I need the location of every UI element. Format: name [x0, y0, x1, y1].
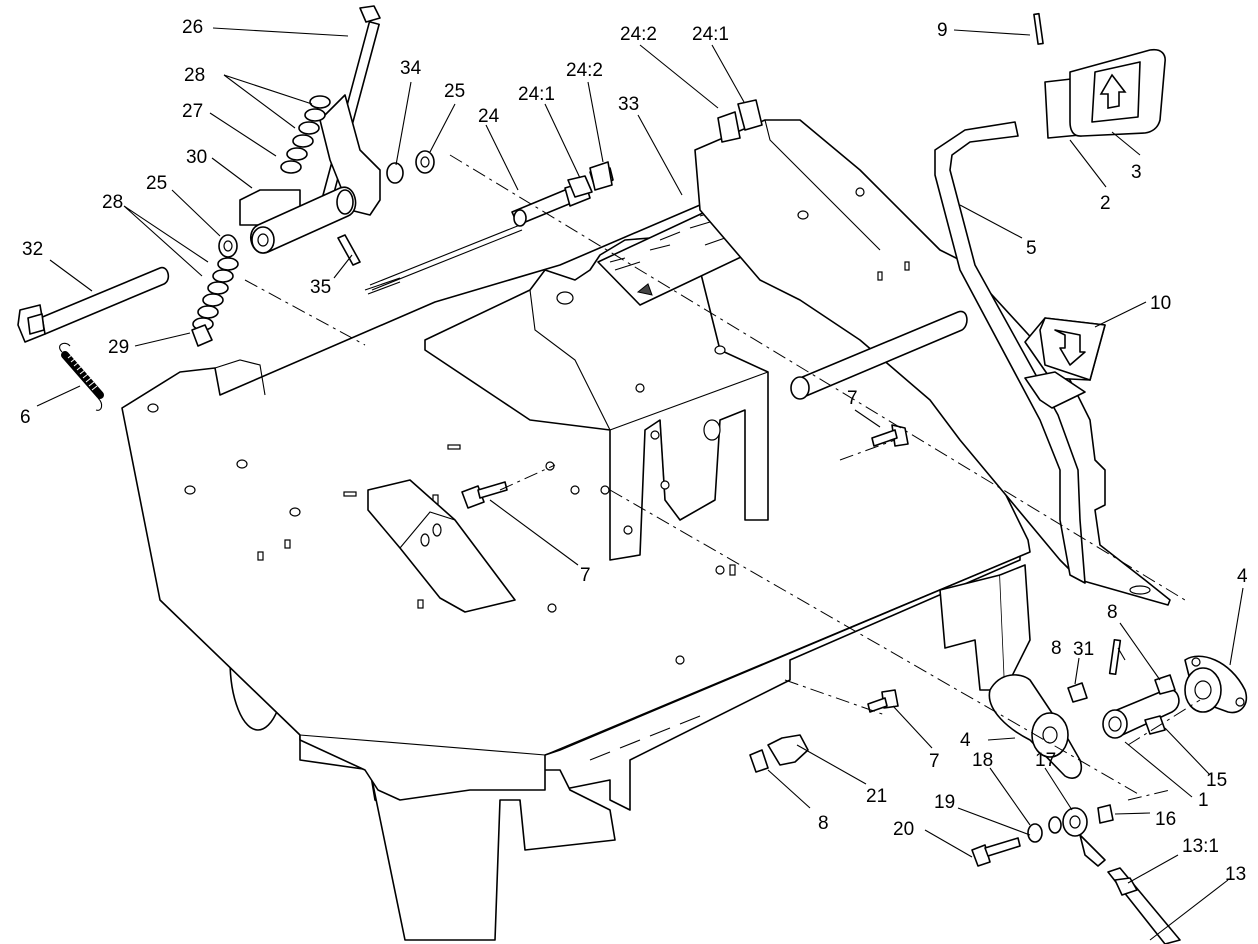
callout-24-2: 24:2	[566, 60, 603, 81]
callout-30: 30	[186, 147, 207, 168]
callout-24: 24	[478, 106, 500, 127]
callout-3: 3	[1131, 162, 1142, 183]
callout-24-1: 24:1	[692, 24, 729, 45]
pivot-bracket-right	[1184, 655, 1247, 714]
callout-labels: 26 28 27 30 25 28 32 29 6 34 25 35 24 24…	[20, 17, 1248, 885]
callout-17: 17	[1035, 750, 1056, 771]
pedal-bracket-plate	[694, 119, 1171, 606]
assembly-centerlines	[244, 154, 1201, 801]
spring-washers-lower	[191, 257, 239, 347]
callout-34: 34	[400, 58, 422, 79]
callout-24-1: 24:1	[518, 84, 555, 105]
callout-4: 4	[1237, 566, 1248, 587]
callout-31: 31	[1073, 639, 1094, 660]
callout-8: 8	[818, 813, 829, 834]
callout-18: 18	[972, 750, 993, 771]
pivot-bracket-left	[988, 674, 1083, 779]
callout-27: 27	[182, 101, 203, 122]
callout-7: 7	[580, 565, 591, 586]
callout-7: 7	[929, 751, 940, 772]
callout-19: 19	[934, 792, 955, 813]
callout-6: 6	[20, 407, 31, 428]
callout-10: 10	[1150, 293, 1171, 314]
extension-spring	[59, 342, 104, 411]
callout-1: 1	[1198, 790, 1209, 811]
callout-8: 8	[1051, 638, 1062, 659]
callout-7: 7	[847, 388, 858, 409]
brake-rod	[17, 266, 170, 343]
callout-20: 20	[893, 819, 914, 840]
reverse-pedal-pad	[1024, 317, 1106, 409]
callout-5: 5	[1026, 238, 1037, 259]
callout-13-1: 13:1	[1182, 836, 1219, 857]
callout-4: 4	[960, 730, 971, 751]
callout-8: 8	[1107, 602, 1118, 623]
callout-28: 28	[102, 192, 123, 213]
callout-24-2: 24:2	[620, 24, 657, 45]
callout-15: 15	[1206, 770, 1227, 791]
callout-16: 16	[1155, 809, 1176, 830]
callout-13: 13	[1225, 864, 1246, 885]
pin-35	[337, 234, 361, 266]
spring-washers-upper	[280, 95, 331, 174]
callout-35: 35	[310, 277, 331, 298]
bushings	[218, 150, 435, 258]
pedal-arm	[790, 121, 1086, 584]
callout-9: 9	[937, 20, 948, 41]
forward-pedal-pad	[1044, 48, 1166, 139]
leader-lines	[36, 27, 1244, 941]
callout-33: 33	[618, 94, 639, 115]
callout-29: 29	[108, 337, 129, 358]
roll-pin	[1033, 12, 1044, 45]
callout-25: 25	[146, 173, 167, 194]
control-cable	[1107, 867, 1181, 944]
callout-21: 21	[866, 786, 887, 807]
callout-2: 2	[1100, 193, 1111, 214]
parking-brake-lever	[239, 5, 381, 254]
callout-32: 32	[22, 239, 43, 260]
callout-25: 25	[444, 81, 465, 102]
main-frame-plate	[121, 189, 1031, 941]
small-hardware	[749, 638, 1176, 867]
callout-28: 28	[184, 65, 205, 86]
pivot-tube	[1102, 688, 1180, 739]
callout-26: 26	[182, 17, 203, 38]
